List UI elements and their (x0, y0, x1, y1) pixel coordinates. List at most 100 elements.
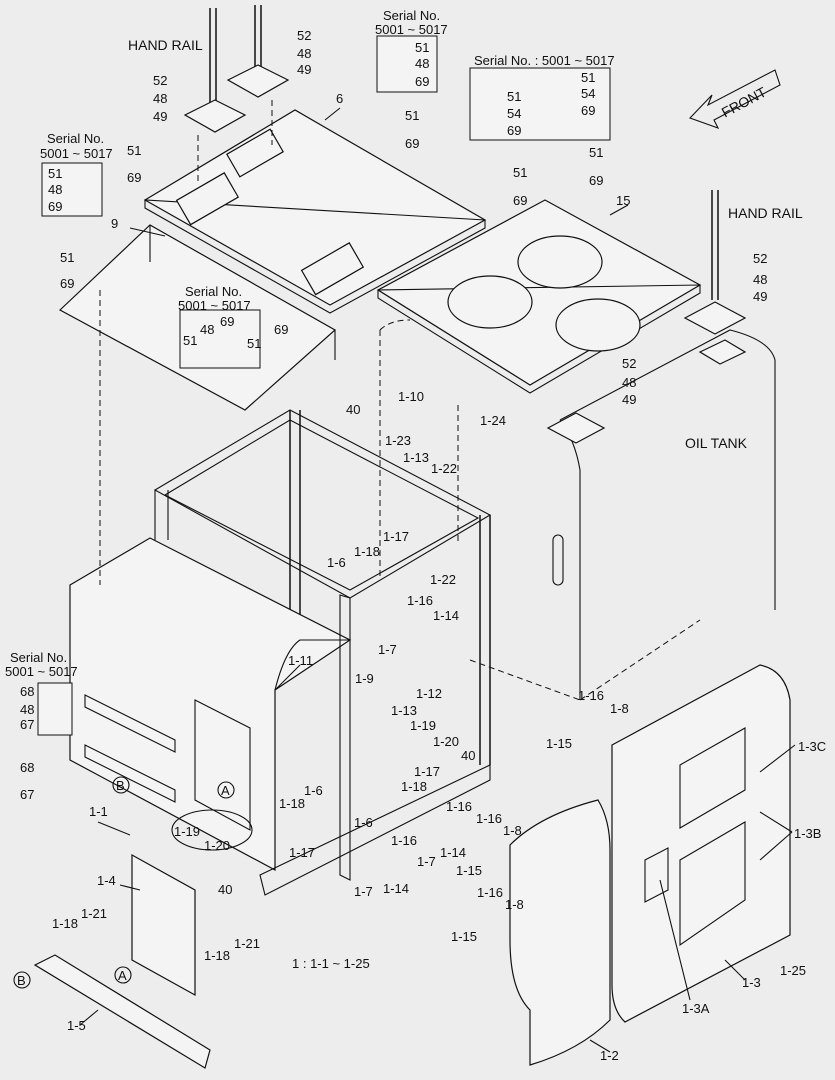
marker-a-2 (114, 966, 132, 984)
part-label: 1-16 (391, 833, 417, 848)
part-label: 1-14 (383, 881, 409, 896)
serial-mid-title-2: 5001 ~ 5017 (178, 298, 251, 313)
hand-rail-left (183, 5, 290, 185)
part-label: 49 (153, 109, 167, 124)
part-label: 1-13 (403, 450, 429, 465)
marker-a-1 (217, 781, 235, 799)
part-label: 69 (581, 103, 595, 118)
part-label: 1-25 (780, 963, 806, 978)
part-label: 54 (507, 106, 521, 121)
part-label: 69 (415, 74, 429, 89)
part-label: 67 (20, 787, 34, 802)
part-label: 1-20 (204, 838, 230, 853)
part-label: 1-6 (354, 815, 373, 830)
part-label: 54 (581, 86, 595, 101)
part-label: 1-5 (67, 1018, 86, 1033)
part-label: 1-14 (440, 845, 466, 860)
serial-right-title: Serial No. : 5001 ~ 5017 (474, 53, 615, 68)
part-label: 48 (415, 56, 429, 71)
part-label: 69 (48, 199, 62, 214)
part-label: 1-3 (742, 975, 761, 990)
hand-rail-right (683, 190, 747, 365)
serial-mid-title-1: Serial No. (185, 284, 242, 299)
part-label: 52 (297, 28, 311, 43)
serial-box-top (376, 35, 438, 93)
part-label: 6 (336, 91, 343, 106)
part-label: 48 (753, 272, 767, 287)
top-plate-15 (376, 199, 702, 394)
part-label: 9 (111, 216, 118, 231)
serial-left-title-2: 5001 ~ 5017 (40, 146, 113, 161)
serial-box-right (469, 67, 611, 141)
ratio-label: 1 : 1-1 ~ 1-25 (292, 956, 370, 971)
part-label: 1-19 (174, 824, 200, 839)
front-arrow-icon: FRONT (689, 69, 781, 129)
marker-a-1-label: A (221, 783, 230, 798)
part-label: 1-7 (417, 854, 436, 869)
part-label: 69 (405, 136, 419, 151)
part-label: 1-7 (378, 642, 397, 657)
part-label: 1-1 (89, 804, 108, 819)
part-label: 1-18 (401, 779, 427, 794)
part-label: 1-16 (476, 811, 502, 826)
part-label: 1-15 (451, 929, 477, 944)
part-label: 1-4 (97, 873, 116, 888)
part-label: 1-8 (505, 897, 524, 912)
door-1-2 (509, 799, 611, 1066)
part-label: 15 (616, 193, 630, 208)
part-label: 1-24 (480, 413, 506, 428)
hand-rail-left-label: HAND RAIL (128, 37, 203, 53)
part-label: 51 (513, 165, 527, 180)
part-label: 1-17 (383, 529, 409, 544)
part-label: 69 (589, 173, 603, 188)
part-label: 1-16 (407, 593, 433, 608)
part-label: 1-20 (433, 734, 459, 749)
oil-tank-label: OIL TANK (685, 435, 748, 451)
part-label: 51 (183, 333, 197, 348)
part-label: 48 (297, 46, 311, 61)
part-label: 1-13 (391, 703, 417, 718)
part-label: 1-18 (354, 544, 380, 559)
serial-low-title-2: 5001 ~ 5017 (5, 664, 78, 679)
part-label: 1-8 (503, 823, 522, 838)
serial-box-low (37, 682, 73, 736)
marker-b-2 (13, 971, 31, 989)
part-label: 40 (346, 402, 360, 417)
part-label: 52 (753, 251, 767, 266)
part-label: 68 (20, 760, 34, 775)
part-label: 1-22 (431, 461, 457, 476)
part-label: 1-6 (327, 555, 346, 570)
main-frame (69, 290, 492, 896)
door-1-3 (611, 664, 791, 1023)
part-label: 69 (274, 322, 288, 337)
part-label: 1-16 (477, 885, 503, 900)
part-label: 1-3A (682, 1001, 710, 1016)
part-label: 48 (200, 322, 214, 337)
serial-low-title-1: Serial No. (10, 650, 67, 665)
serial-top-title-2: 5001 ~ 5017 (375, 22, 448, 37)
part-label: 1-17 (414, 764, 440, 779)
part-label: 49 (753, 289, 767, 304)
part-label: 48 (20, 702, 34, 717)
part-label: 1-18 (204, 948, 230, 963)
part-labels: 52 48 49 52 48 49 6 51 48 69 51 69 51 54… (20, 28, 826, 1063)
part-label: 51 (507, 89, 521, 104)
part-label: 49 (622, 392, 636, 407)
detail-circle-a (171, 809, 253, 851)
part-label: 1-14 (433, 608, 459, 623)
part-label: 40 (461, 748, 475, 763)
part-label: 1-6 (304, 783, 323, 798)
part-label: 51 (581, 70, 595, 85)
part-label: 1-16 (446, 799, 472, 814)
part-label: 1-7 (354, 884, 373, 899)
serial-top-title-1: Serial No. (383, 8, 440, 23)
part-label: 1-19 (410, 718, 436, 733)
marker-a-2-label: A (118, 968, 127, 983)
part-label: 1-18 (279, 796, 305, 811)
part-label: 1-11 (288, 653, 313, 668)
top-cover-plate-6 (143, 109, 487, 314)
part-label: 1-12 (416, 686, 442, 701)
part-label: 69 (220, 314, 234, 329)
